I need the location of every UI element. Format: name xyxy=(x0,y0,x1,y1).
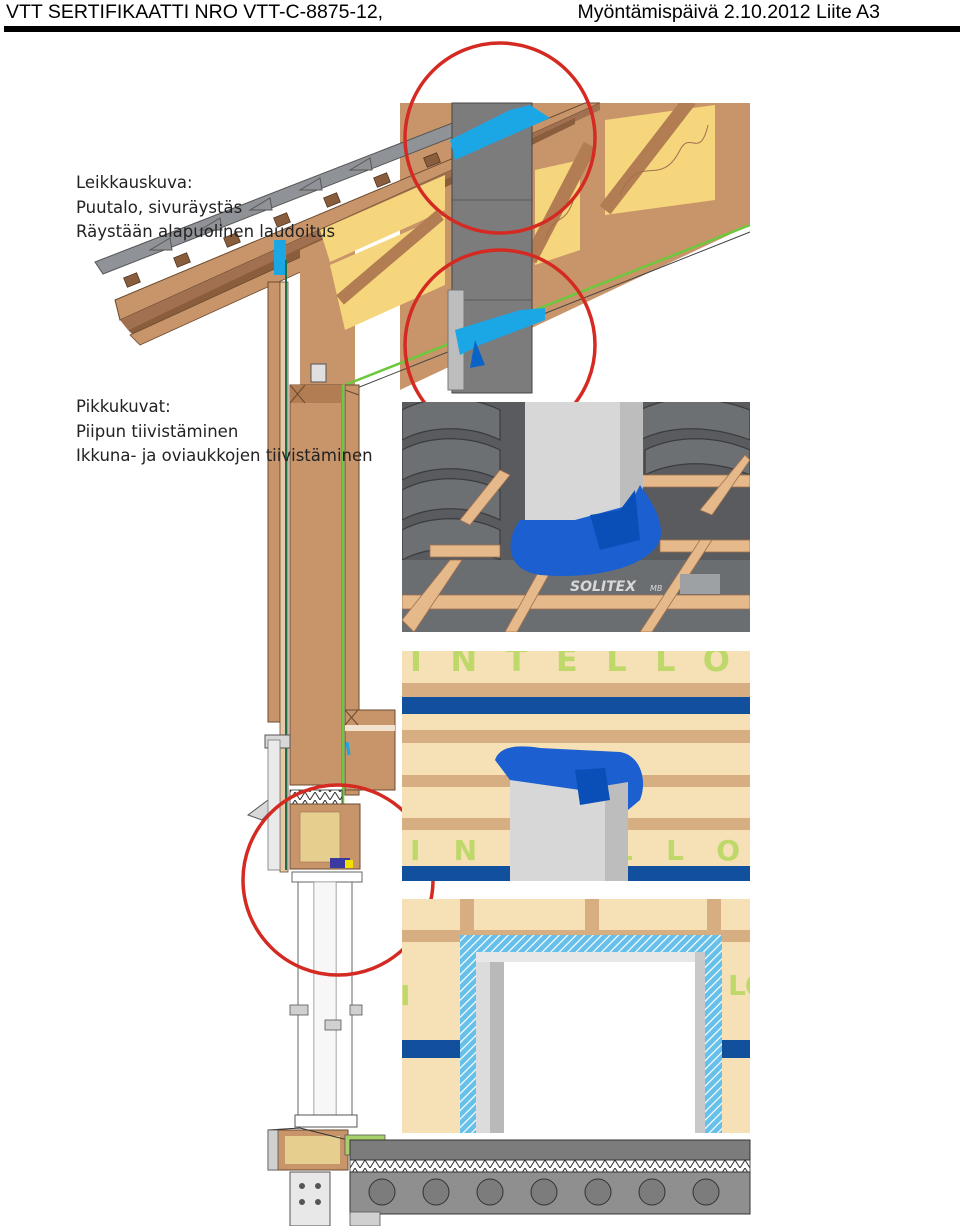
section-caption-line-1: Puutalo, sivuräystäs xyxy=(76,197,243,217)
header-certificate-number: VTT SERTIFIKAATTI NRO VTT-C-8875-12, xyxy=(6,1,384,23)
detail-caption-line-1: Piipun tiivistäminen xyxy=(76,421,239,441)
section-caption: Leikkauskuva: Puutalo, sivuräystäs Räyst… xyxy=(76,171,335,245)
detail-caption: Pikkukuvat: Piipun tiivistäminen Ikkuna-… xyxy=(76,395,373,469)
section-caption-title: Leikkauskuva: xyxy=(76,173,193,192)
chimney-top-highlight-circle xyxy=(403,41,597,235)
detail-chimney-inside-image: INTELLO INTELLO xyxy=(402,651,750,881)
header-rule xyxy=(4,26,960,32)
detail-window-opening-image: I LO xyxy=(400,899,769,1133)
solitex-label: SOLITEX xyxy=(570,579,637,595)
intello-label-side-left: I xyxy=(400,979,410,1012)
detail-chimney-outside-image: SOLITEX MB xyxy=(402,402,750,632)
intello-label-side-right: LO xyxy=(728,969,769,1002)
detail-caption-line-2: Ikkuna- ja oviaukkojen tiivistäminen xyxy=(76,446,373,465)
solitex-suffix-label: MB xyxy=(650,584,662,593)
detail-caption-title: Pikkukuvat: xyxy=(76,397,171,416)
exterior-wall-section xyxy=(241,240,435,1128)
header-issue-date: Myöntämispäivä 2.10.2012 Liite A3 xyxy=(577,1,880,23)
section-caption-line-2: Räystään alapuolinen laudoitus xyxy=(76,222,336,241)
foundation-section xyxy=(267,1127,751,1226)
